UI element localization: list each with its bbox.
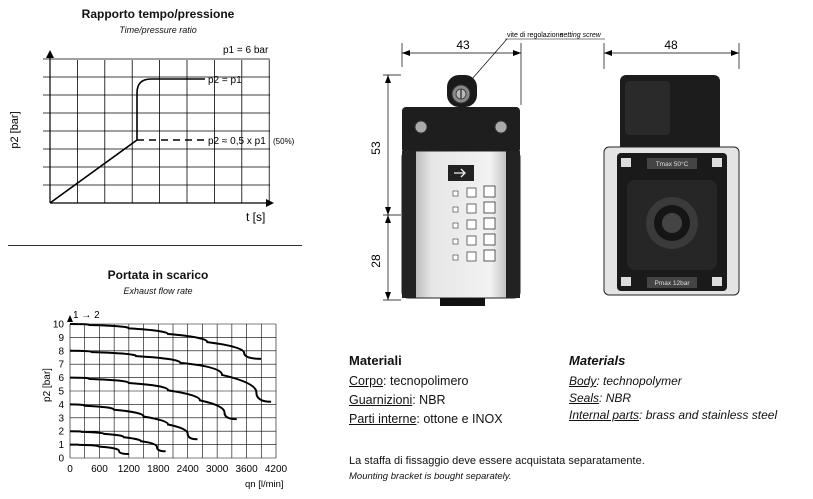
flow-y-tick: 1 [58,440,64,451]
flow-y-tick: 5 [58,387,64,398]
flow-x-tick: 1800 [147,464,170,475]
pressure-y-arrow [46,50,54,58]
front-indicator-large [483,201,496,214]
flow-series-line-0 [69,323,262,360]
flow-ticks: 0 600 1200 1800 2400 3000 3600 4200 0 1 2 3 4 5 6 7 8 9 10 [53,320,288,476]
pressure-x-arrow [266,199,274,207]
screw-label-en: setting screw [560,32,602,39]
dim-front-width: 43 [456,38,470,52]
screw-label: vite di regolazione [507,32,564,39]
pressure-full-label: p2 = p1 [208,75,242,86]
front-indicator-large [483,217,496,230]
pressure-full-curve [49,78,205,204]
pressure-legend: p1 = 6 bar [223,45,269,56]
materials-it-heading: Materiali [349,353,402,368]
flow-x-tick: 4200 [265,464,288,475]
flow-y-tick: 2 [58,427,64,438]
flow-y-tick: 9 [58,333,64,344]
front-indicator-small [452,206,459,213]
front-indicator-large [483,185,496,198]
flow-x-tick: 3000 [206,464,229,475]
flow-y-tick: 4 [58,400,64,411]
front-indicator-small [452,190,459,197]
pressure-half-pct: (50%) [273,137,295,146]
flow-x-label: qn [l/min] [245,479,284,490]
section-divider [8,245,302,246]
flow-x-tick: 2400 [177,464,200,475]
front-indicator-small [452,222,459,229]
flow-chart-title: Portata in scarico [107,268,209,282]
note-en: Mounting bracket is bought separately. [349,471,512,482]
pressure-y-label: p2 [bar] [9,111,21,148]
materials-en-list: Body: technopolymer Seals: NBR Internal … [569,373,809,424]
materials-it-seals: Guarnizioni: NBR [349,393,446,407]
flow-series-line-4 [69,430,166,453]
front-indicator-large [483,249,496,262]
flow-y-arrow [67,315,73,322]
flow-series-line-5 [69,443,129,455]
materials-en-seals: Seals: NBR [569,391,632,405]
materials-it-list: Corpo: tecnopolimero Guarnizioni: NBR Pa… [349,372,549,429]
front-indicator-mid [466,235,477,246]
pressure-chart: p2 [bar] t [s] p1 = 6 bar p2 = p1 p2 ≈ 0… [9,45,295,224]
flow-series-line-3 [69,403,198,441]
pressure-chart-title: Rapporto tempo/pressione [81,7,235,21]
pmax-label: Pmax 12bar [654,280,690,287]
front-indicator-mid [466,219,477,230]
flow-chart-subtitle: Exhaust flow rate [123,286,193,296]
materials-en-heading: Materials [569,353,626,368]
pressure-grid [43,58,270,203]
front-view [401,75,521,306]
dim-lower-height: 28 [369,254,383,268]
flow-x-tick: 1200 [118,464,141,475]
flow-y-label: p2 [bar] [42,368,53,402]
flow-y-tick: 10 [53,320,65,331]
flow-x-tick: 3600 [235,464,258,475]
flow-direction: 1 → 2 [73,310,100,321]
tmax-label: Tmax 50°C [656,160,689,168]
note-it: La staffa di fissaggio deve essere acqui… [349,455,645,467]
dim-upper-height: 53 [369,141,383,155]
front-indicator-large [483,233,496,246]
flow-y-tick: 3 [58,413,64,424]
technical-drawing: 43 vite di regolazione setting screw 48 … [369,32,740,306]
pressure-x-label: t [s] [246,210,265,224]
front-indicator-mid [466,251,477,262]
dim-side-width: 48 [664,38,678,52]
flow-grid [67,315,277,459]
flow-series [69,323,272,455]
flow-y-tick: 8 [58,346,64,357]
side-view: Tmax 50°C Pmax 12bar [603,75,740,296]
materials-it-body: Corpo: tecnopolimero [349,374,469,388]
flow-y-tick: 6 [58,373,64,384]
pressure-half-label: p2 ≈ 0,5 x p1 [208,136,266,147]
front-indicator-mid [466,203,477,214]
materials-en-parts: Internal parts: brass and stainless stee… [569,408,778,422]
front-indicator-small [452,238,459,245]
materials-en-body: Body: technopolymer [569,374,682,388]
flow-series-line-2 [69,376,237,421]
pressure-chart-subtitle: Time/pressure ratio [119,25,197,35]
flow-x-tick: 0 [67,464,73,475]
flow-chart: 0 600 1200 1800 2400 3000 3600 4200 0 1 2 3 4 5 6 7 8 9 10… [42,310,288,490]
flow-x-tick: 600 [91,464,108,475]
flow-y-tick: 0 [58,454,64,465]
flow-y-tick: 7 [58,360,64,371]
front-indicator-mid [466,187,477,198]
front-indicator-small [452,254,459,261]
flow-series-line-1 [69,349,272,403]
materials-it-parts: Parti interne: ottone e INOX [349,412,503,426]
